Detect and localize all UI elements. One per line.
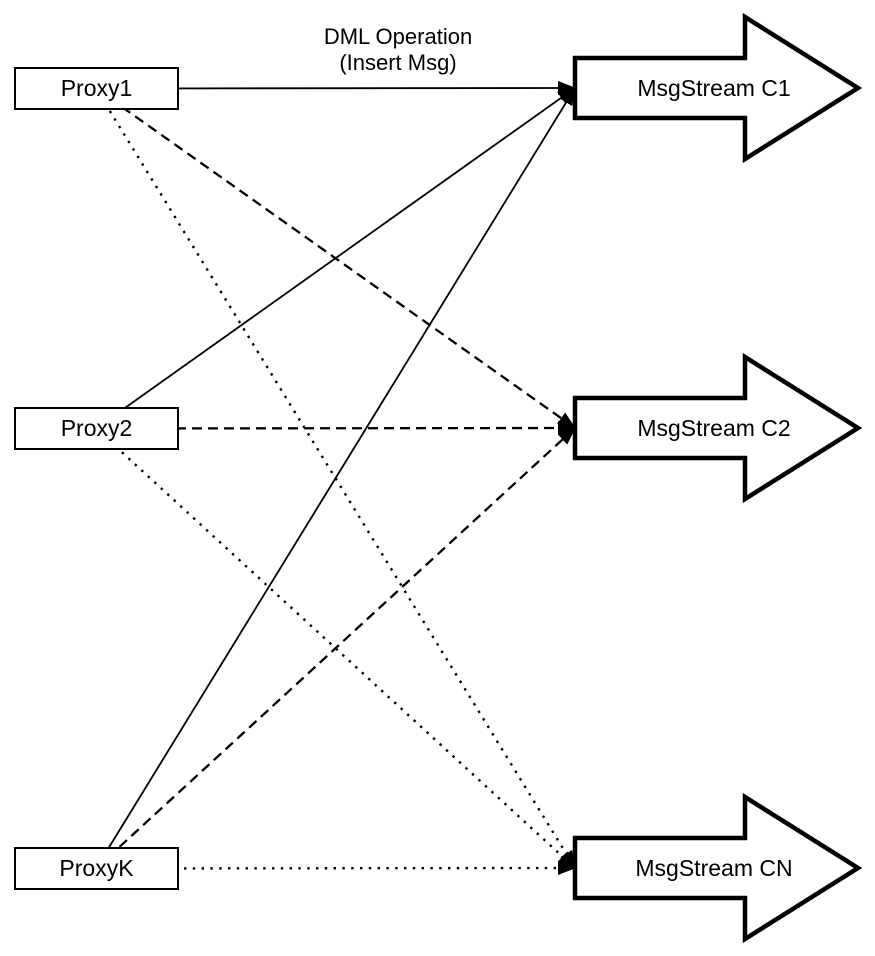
edge-proxy1-c2 — [95, 87, 576, 429]
msgstream-cn-arrow — [572, 792, 863, 944]
msgstream-c2-arrow — [572, 352, 863, 504]
proxy1-box — [14, 67, 179, 110]
msgstream-c1-label: MsgStream C1 — [637, 75, 790, 101]
msgstream-c1-arrow — [572, 12, 863, 164]
proxy2-label: Proxy2 — [61, 415, 133, 441]
proxy-nodes: Proxy1 Proxy2 ProxyK — [14, 67, 179, 890]
edge-proxyk-c2 — [95, 427, 576, 870]
edge-proxyk-c1 — [95, 87, 576, 869]
proxy1-label: Proxy1 — [61, 75, 133, 101]
title-line1: DML Operation — [324, 24, 472, 49]
stream-nodes: MsgStream C1 MsgStream C2 MsgStream CN — [572, 12, 863, 944]
proxyk-label: ProxyK — [59, 855, 134, 881]
edges-layer — [94, 81, 577, 876]
msgstream-cn-label: MsgStream CN — [635, 855, 792, 881]
msgstream-c2-label: MsgStream C2 — [637, 415, 790, 441]
diagram-title: DML Operation (Insert Msg) — [324, 24, 472, 75]
proxy2-box — [14, 407, 179, 450]
title-line2: (Insert Msg) — [339, 50, 456, 75]
proxyk-box — [14, 847, 179, 890]
